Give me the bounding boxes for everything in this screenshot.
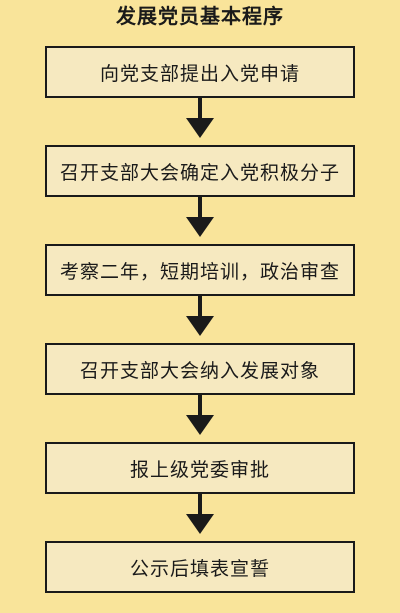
step-5-box: 报上级党委审批 (45, 442, 355, 494)
step-6-box: 公示后填表宣誓 (45, 541, 355, 593)
step-3-box: 考察二年，短期培训，政治审查 (45, 244, 355, 296)
step-1-box: 向党支部提出入党申请 (45, 46, 355, 98)
arrow-5-icon (186, 494, 214, 534)
step-4-box: 召开支部大会纳入发展对象 (45, 343, 355, 395)
arrow-1-icon (186, 98, 214, 138)
arrow-3-icon (186, 296, 214, 336)
arrow-2-icon (186, 197, 214, 237)
arrow-4-icon (186, 395, 214, 435)
diagram-title: 发展党员基本程序 (116, 4, 284, 28)
step-2-box: 召开支部大会确定入党积极分子 (45, 145, 355, 197)
